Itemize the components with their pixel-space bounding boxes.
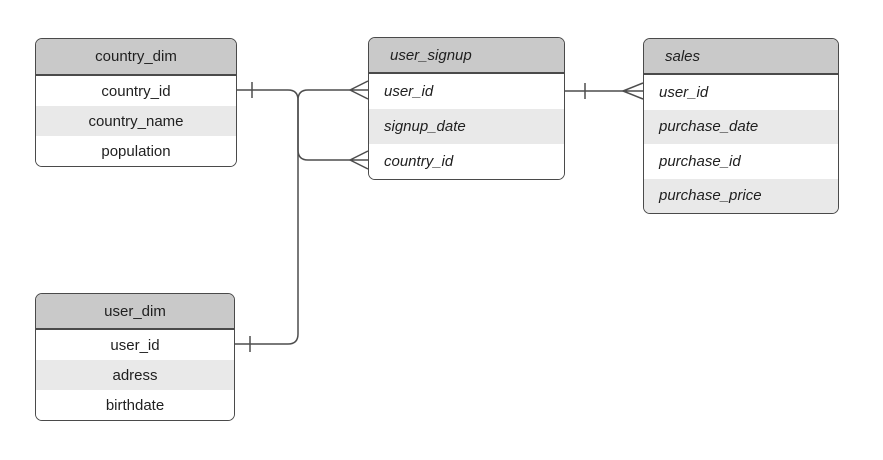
field-adress: adress [36, 360, 234, 390]
field-user-id: user_id [644, 75, 838, 110]
crow-foot-many-icon [349, 80, 369, 100]
field-country-id: country_id [36, 76, 236, 106]
relationship-line [233, 89, 350, 345]
field-purchase-price: purchase_price [644, 178, 838, 213]
field-purchase-id: purchase_id [644, 144, 838, 179]
field-country-id: country_id [369, 144, 564, 179]
entity-title: country_dim [36, 39, 236, 76]
crow-foot-many-icon [622, 82, 644, 100]
field-population: population [36, 136, 236, 166]
entity-user-dim[interactable]: user_dim user_id adress birthdate [35, 293, 235, 421]
field-signup-date: signup_date [369, 109, 564, 144]
field-birthdate: birthdate [36, 390, 234, 420]
entity-title: user_signup [369, 38, 564, 74]
field-user-id: user_id [36, 330, 234, 360]
entity-sales[interactable]: sales user_id purchase_date purchase_id … [643, 38, 839, 214]
field-user-id: user_id [369, 74, 564, 109]
relationship-user_dim-user_signup [233, 80, 369, 352]
field-purchase-date: purchase_date [644, 109, 838, 144]
entity-title: user_dim [36, 294, 234, 330]
relationship-country_dim-user_signup [235, 82, 369, 170]
relationship-line [235, 89, 350, 161]
crow-foot-many-icon [349, 150, 369, 170]
field-country-name: country_name [36, 106, 236, 136]
entity-title: sales [644, 39, 838, 75]
relationship-user_signup-sales [563, 82, 644, 100]
entity-country-dim[interactable]: country_dim country_id country_name popu… [35, 38, 237, 167]
entity-user-signup[interactable]: user_signup user_id signup_date country_… [368, 37, 565, 180]
